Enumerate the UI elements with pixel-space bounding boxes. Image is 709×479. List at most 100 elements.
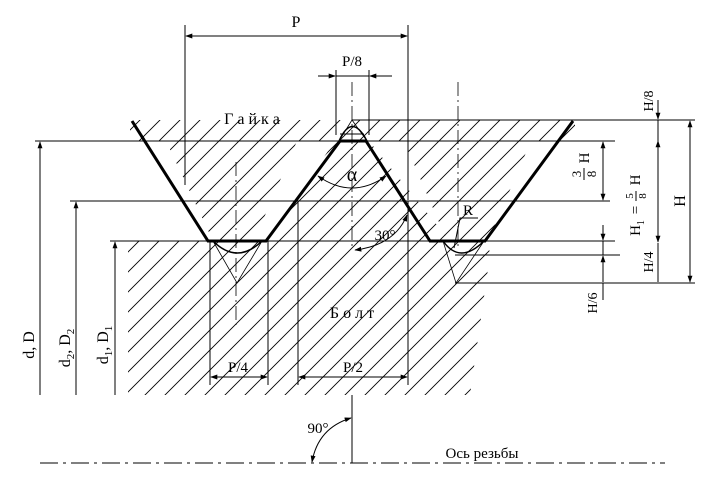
hatch-line [499,120,575,241]
angle-alpha-arc [317,175,387,189]
hatch-line [350,120,381,241]
hatch-line [128,141,141,395]
hatch-line [0,0,160,479]
label-p8: P/8 [342,54,362,70]
hatch-line [350,120,575,241]
hatch-line [620,0,709,479]
svg-text:8: 8 [584,171,599,178]
hatch-line [459,141,490,395]
hatch-line [128,141,201,395]
hatch-line [680,0,709,479]
hatch-line [520,0,709,479]
hatch-line [660,0,709,479]
hatch-line [479,141,490,395]
label-alpha: α [347,164,358,186]
hatch-line [0,0,20,479]
hatch-line [299,120,350,241]
label-h: H [672,195,689,207]
label-90-degrees: 90° [308,421,329,437]
hatch-line [279,141,490,395]
hatch-line [0,0,40,479]
hatch-line [128,141,181,395]
hatch-line [359,120,575,241]
root-triangle-left [212,240,263,284]
hatch-line [479,120,575,241]
hatch-line [130,120,181,241]
hatch-line [559,120,575,241]
hatch-line [700,0,709,479]
hatch-line [279,120,350,241]
hatch-line [360,0,709,479]
hatch-line [179,141,490,395]
label-p2: P/2 [343,360,363,376]
label-3-8-h: 3 8 H [569,152,599,180]
hatch-line [299,141,490,395]
hatch-line [130,120,350,241]
hatch-line [480,0,709,479]
label-minor-diameter: d1, D1 [95,326,115,365]
hatch-line [700,0,709,479]
hatch-line [359,141,490,395]
hatch-line [130,120,341,241]
hatch-line [0,0,140,479]
svg-text:8: 8 [637,193,649,199]
hatch-line [128,141,490,395]
hatch-line [0,0,100,479]
hatch-line [130,120,221,241]
root-arc-right [442,240,485,254]
hatch-line [539,120,575,241]
hatch-line [0,0,340,479]
hatch-line [0,0,200,479]
hatch-line [0,0,100,479]
label-h6: H/6 [586,293,601,314]
hatch-line [0,0,40,479]
hatch-line [660,0,709,479]
hatch-line [130,120,241,241]
hatch-line [660,0,709,479]
hatch-line [540,0,709,479]
hatch-line [128,141,490,395]
hatch-line [0,0,220,479]
hatch-line [0,0,60,479]
hatch-line [128,141,241,395]
label-major-diameter: d, D [21,331,38,359]
thread-profile [130,120,575,243]
hatch-line [620,0,709,479]
hatch-line [0,0,40,479]
label-thread-axis: Ось резьбы [446,446,519,462]
hatch-line [640,0,709,479]
hatch-line [128,141,221,395]
hatch-line [128,141,321,395]
label-h4: H/4 [642,252,657,273]
label-h1: H1 = 5 8 H [624,174,649,236]
hatch-line [0,0,20,479]
angle-90-arc [310,417,352,463]
hatch-line [0,0,60,479]
hatch-line [130,120,350,241]
hatch-line [350,120,361,241]
hatch-line [520,0,709,479]
label-30-degrees: 30° [375,228,396,244]
hatch-line [460,0,709,479]
hatch-line [519,120,575,241]
label-pitch-diameter: d2, D2 [57,329,77,368]
hatch-line [500,0,709,479]
hatch-line [0,0,60,479]
radius-leader [453,217,478,249]
svg-text:5: 5 [624,193,636,199]
label-p4: P/4 [228,360,249,376]
hatch-line [128,141,381,395]
hatch-line [128,141,361,395]
hatch-line [0,0,120,479]
label-pitch: P [292,14,301,31]
hatch-line [0,0,120,479]
hatch-line [0,0,240,479]
hatch-line [500,0,709,479]
label-h8: H/8 [642,91,657,112]
svg-text:H: H [628,174,644,185]
hatch-line [600,0,709,479]
hatch-line [459,120,575,241]
hatch-line [700,0,709,479]
hatch-line [600,0,709,479]
